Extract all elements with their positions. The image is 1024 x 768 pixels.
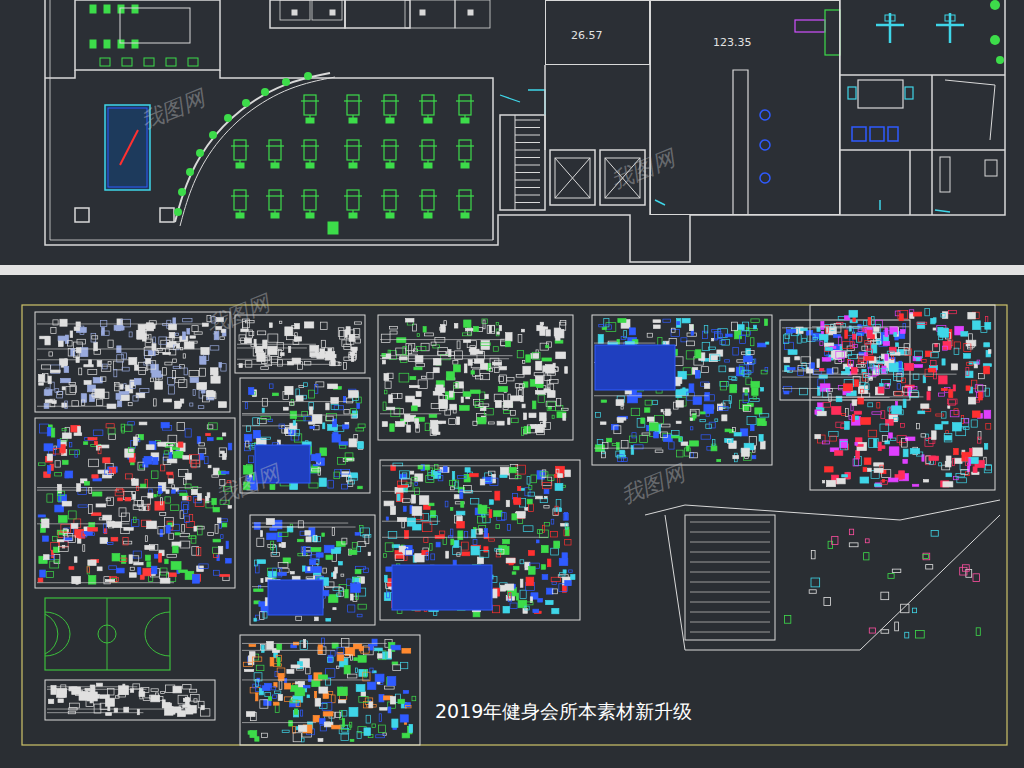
room-area: 26.57 [571,29,603,42]
watermark: 我图网 [212,459,284,512]
caption: 2019年健身会所本素材新升级 [435,699,692,725]
watermark: 我图网 [617,459,689,512]
watermark: 我图网 [137,84,209,137]
watermark: 我图网 [202,289,274,342]
room-area: 123.35 [713,36,752,49]
watermark: 我图网 [607,144,679,197]
room-outline: 26.57 [545,0,650,65]
plan-thumbnails [35,305,1000,745]
room-outline: 123.35 [650,0,840,215]
top-plan [45,0,1005,262]
